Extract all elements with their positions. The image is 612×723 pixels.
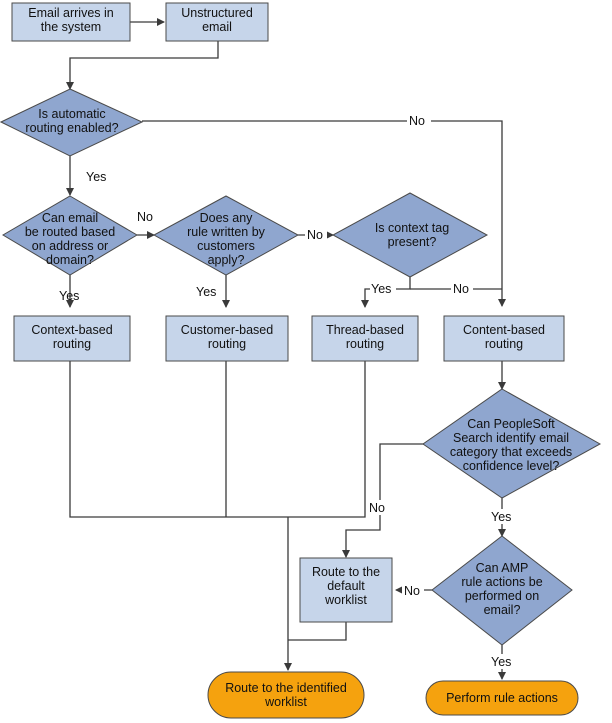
edge-default-to-identified	[288, 622, 347, 641]
context-based-routing-box	[13, 315, 131, 362]
auto-no-label-bg	[407, 113, 431, 128]
auto-routing-decision	[0, 88, 144, 157]
edge-search-no	[342, 443, 427, 558]
amp-yes-label: Yes	[491, 655, 511, 669]
peoplesoft-search-decision	[422, 388, 602, 499]
tag-yes-label: Yes	[371, 282, 391, 296]
amp-no-label-bg	[402, 583, 424, 598]
can-email-routed-decision	[2, 195, 138, 276]
rule-yes-label: Yes	[196, 285, 216, 299]
can-email-no-label: No	[137, 210, 153, 224]
tag-no-label: No	[453, 282, 469, 296]
rule-no-label-bg	[305, 228, 327, 242]
content-based-routing-box	[443, 315, 565, 362]
auto-yes-label: Yes	[86, 170, 106, 184]
customer-based-routing-box	[165, 315, 289, 362]
route-default-worklist-box	[299, 557, 393, 623]
route-identified-terminal	[207, 671, 365, 719]
can-email-yes-label: Yes	[59, 289, 79, 303]
edge-auto-no	[142, 120, 506, 307]
search-no-label-bg	[367, 500, 389, 515]
rule-no-label: No	[307, 228, 323, 242]
thread-based-routing-box	[311, 315, 419, 362]
auto-no-label: No	[409, 114, 425, 128]
search-yes-label-bg	[488, 509, 516, 524]
perform-rule-label: Perform rule actions	[446, 691, 558, 705]
amp-yes-label-bg	[488, 654, 516, 669]
edge-unstructured-to-auto	[66, 41, 219, 90]
email-arrives-box	[11, 2, 131, 42]
tag-yes-label-bg	[370, 281, 396, 296]
edge-collector-bottom	[69, 361, 366, 518]
does-any-rule-decision	[152, 195, 300, 276]
amp-rule-decision	[431, 535, 573, 646]
perform-rule-terminal	[425, 680, 579, 716]
amp-no-label: No	[404, 584, 420, 598]
context-tag-decision	[331, 192, 489, 278]
search-yes-label: Yes	[491, 510, 511, 524]
tag-no-label-bg	[451, 281, 473, 296]
unstructured-email-box	[165, 2, 269, 42]
search-no-label: No	[369, 501, 385, 515]
